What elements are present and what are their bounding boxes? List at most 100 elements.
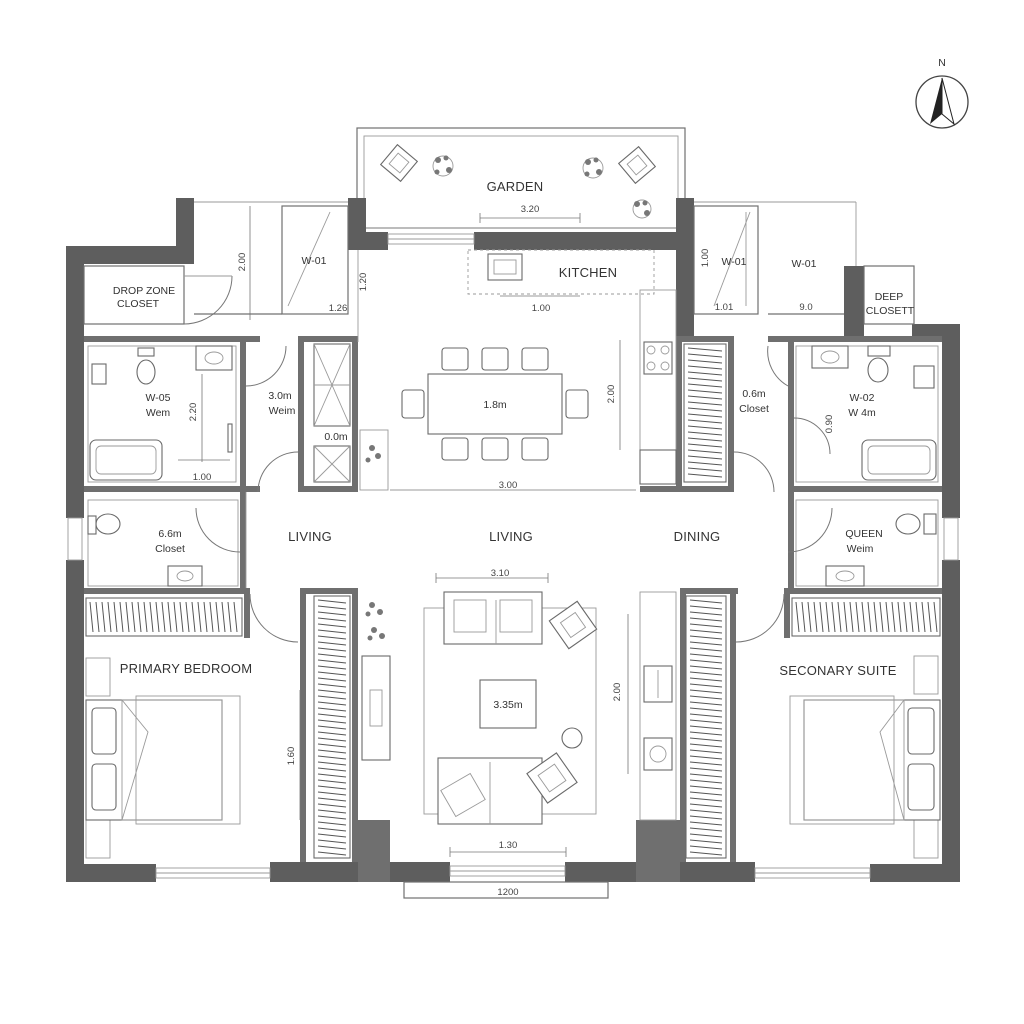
wardrobe-hanger-line bbox=[689, 707, 723, 712]
wardrobe-hanger-line bbox=[317, 797, 347, 802]
w02-label-2: W 4m bbox=[848, 407, 876, 419]
rug-dimension: 3.35m bbox=[493, 699, 522, 711]
w01-right-width: 1.01 bbox=[715, 302, 734, 313]
wardrobe-hanger-line bbox=[317, 731, 347, 736]
wardrobe-hanger-line bbox=[191, 601, 196, 633]
wardrobe-hanger-line bbox=[687, 389, 723, 394]
wardrobe-hanger-line bbox=[317, 839, 347, 844]
exterior-walls bbox=[66, 198, 960, 882]
drop-zone-label-1: DROP ZONE bbox=[113, 285, 175, 297]
secondary-suite: SECONARY SUITE bbox=[779, 655, 941, 859]
kitchen-sink-icon bbox=[487, 253, 523, 281]
wardrobe-hanger-line bbox=[837, 601, 842, 633]
wardrobe-hanger-line bbox=[689, 695, 723, 700]
wardrobe-secondary-side bbox=[685, 595, 727, 859]
wardrobe-hanger-line bbox=[687, 455, 723, 460]
wardrobe-hanger-line bbox=[185, 601, 190, 633]
top-right-zone: W-01 1.00 1.01 W-01 9.0 DEEP CLOSETT bbox=[693, 201, 915, 325]
bathroom-w02: W-02 W 4m 0.90 bbox=[793, 345, 939, 483]
wardrobe-hanger-line bbox=[689, 803, 723, 808]
w01-right-label-b: W-01 bbox=[792, 258, 817, 270]
wardrobe-hanger-line bbox=[203, 601, 208, 633]
wardrobe-hanger-line bbox=[687, 383, 723, 388]
wardrobe-hanger-line bbox=[161, 601, 166, 633]
wardrobe-hanger-line bbox=[687, 377, 723, 382]
dining-width: 3.00 bbox=[499, 480, 518, 491]
wardrobe-hanger-line bbox=[689, 749, 723, 754]
wardrobe-hanger-line bbox=[209, 601, 214, 633]
deep-closet-label-1: DEEP bbox=[875, 291, 904, 303]
secondary-suite-label: SECONARY SUITE bbox=[779, 663, 896, 678]
wardrobe-hanger-line bbox=[317, 689, 347, 694]
wardrobe-hanger-line bbox=[317, 851, 347, 856]
wardrobe-hanger-line bbox=[101, 601, 106, 633]
wardrobe-hanger-line bbox=[317, 653, 347, 658]
wardrobe-hanger-line bbox=[227, 601, 232, 633]
wardrobe-hanger-line bbox=[317, 647, 347, 652]
wardrobe-hanger-line bbox=[125, 601, 130, 633]
wardrobe-hanger-line bbox=[689, 839, 723, 844]
wardrobe-hanger-line bbox=[149, 601, 154, 633]
wardrobe-hanger-line bbox=[689, 797, 723, 802]
wardrobe-hanger-line bbox=[909, 601, 914, 633]
wardrobe-hanger-line bbox=[317, 695, 347, 700]
wardrobe-hanger-line bbox=[687, 437, 723, 442]
cooktop-icon bbox=[643, 341, 673, 375]
wardrobe-hanger-line bbox=[689, 719, 723, 724]
toilet-icon bbox=[895, 513, 921, 535]
weim-closet: 3.0m Weim 0.0m bbox=[257, 343, 389, 493]
toilet-icon bbox=[867, 357, 889, 383]
wardrobe-hanger-line bbox=[689, 809, 723, 814]
wardrobe-hanger-line bbox=[687, 473, 723, 478]
wardrobe-hanger-line bbox=[113, 601, 118, 633]
wardrobe-hanger-line bbox=[317, 665, 347, 670]
plant-icon bbox=[432, 155, 454, 177]
wardrobe-hanger-line bbox=[687, 395, 723, 400]
garden-terrace: GARDEN 3.20 bbox=[356, 127, 686, 229]
queen-label-2: Weim bbox=[847, 543, 874, 555]
wardrobe-hanger-line bbox=[689, 677, 723, 682]
wardrobe-hanger-line bbox=[167, 601, 172, 633]
wardrobe-hanger-line bbox=[317, 611, 347, 616]
wardrobe-hanger-line bbox=[873, 601, 878, 633]
closet-left-label-1: 6.6m bbox=[158, 528, 182, 540]
living-bottom-dim: 1.30 bbox=[499, 840, 518, 851]
wardrobe-hanger-line bbox=[689, 665, 723, 670]
wardrobe-hanger-line bbox=[317, 629, 347, 634]
wardrobe-hanger-line bbox=[687, 449, 723, 454]
wardrobe-hanger-line bbox=[689, 851, 723, 856]
garden-dimension: 3.20 bbox=[521, 204, 540, 215]
wardrobe-hanger-line bbox=[119, 601, 124, 633]
wardrobe-hanger-line bbox=[317, 833, 347, 838]
w01-right-label-a: W-01 bbox=[722, 256, 747, 268]
wardrobe-hanger-line bbox=[849, 601, 854, 633]
wardrobe-hanger-line bbox=[689, 833, 723, 838]
wardrobe-hanger-line bbox=[317, 677, 347, 682]
wardrobe-hanger-line bbox=[689, 683, 723, 688]
wardrobe-hanger-line bbox=[927, 601, 932, 633]
wardrobe-hanger-line bbox=[689, 605, 723, 610]
hall-outline bbox=[245, 250, 359, 588]
garden-label: GARDEN bbox=[487, 179, 544, 194]
wardrobe-hanger-line bbox=[107, 601, 112, 633]
wardrobe-hanger-line bbox=[891, 601, 896, 633]
w05-label-2: Wem bbox=[146, 407, 171, 419]
wardrobe-hanger-line bbox=[317, 683, 347, 688]
wardrobe-hanger-line bbox=[687, 413, 723, 418]
wardrobe-hanger-line bbox=[689, 845, 723, 850]
wardrobe-hanger-line bbox=[317, 743, 347, 748]
w01-right-height: 1.00 bbox=[700, 249, 711, 268]
wardrobe-hanger-line bbox=[317, 635, 347, 640]
wardrobe-hanger-line bbox=[689, 827, 723, 832]
closet-left-label-2: Closet bbox=[155, 543, 185, 555]
wardrobe-hanger-line bbox=[855, 601, 860, 633]
wardrobe-hanger-line bbox=[317, 809, 347, 814]
wardrobe-hanger-line bbox=[317, 719, 347, 724]
bathroom-w05: W-05 Wem 2.20 1.00 bbox=[87, 345, 287, 483]
wardrobe-hanger-line bbox=[689, 725, 723, 730]
drop-zone-label-2: CLOSET bbox=[117, 298, 160, 310]
wardrobe-hanger-line bbox=[317, 617, 347, 622]
wardrobe-hanger-line bbox=[831, 601, 836, 633]
top-left-zone: DROP ZONE CLOSET 2.00 W-01 1.20 1.26 bbox=[83, 201, 369, 325]
